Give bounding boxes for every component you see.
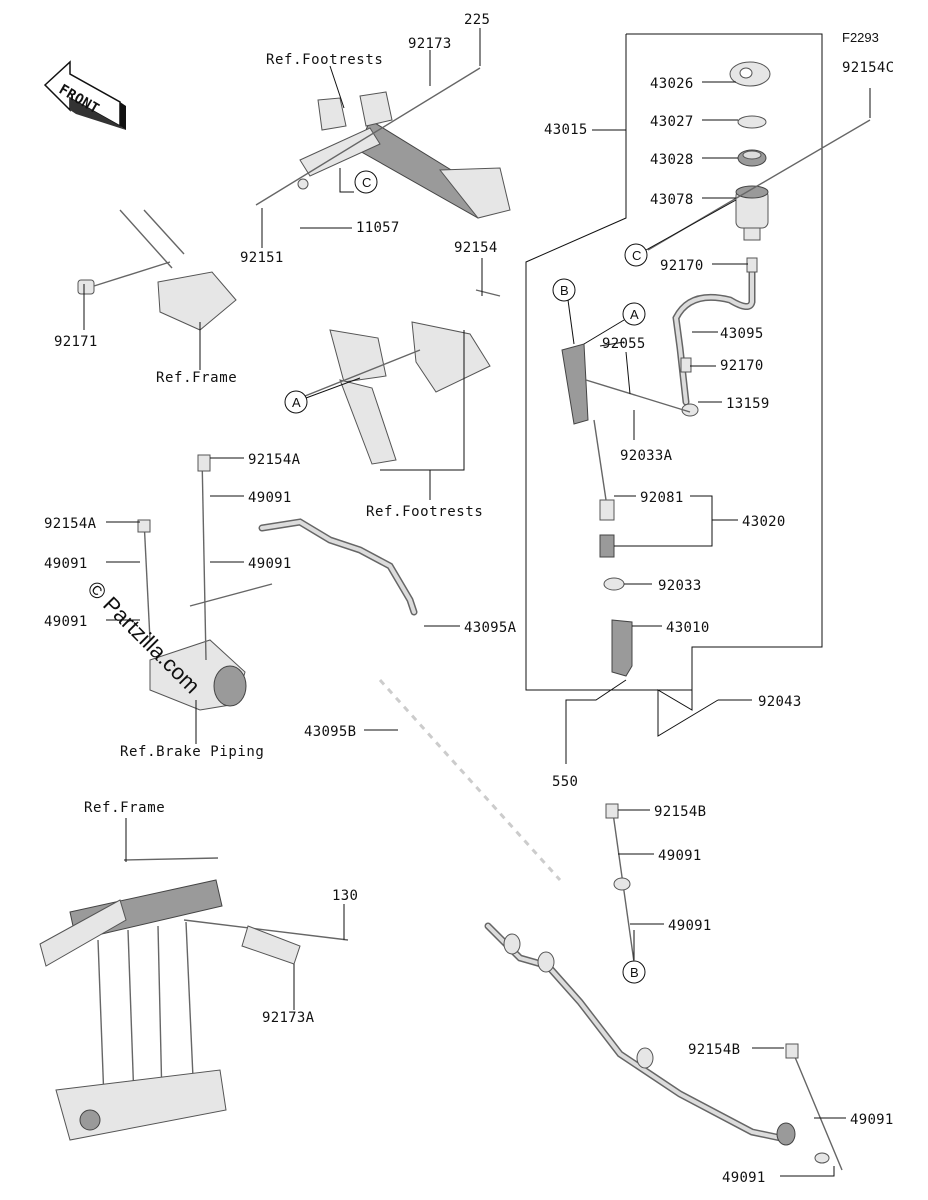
part-49091-c: 49091 — [44, 556, 88, 572]
callout-a1-label: A — [292, 395, 301, 410]
part-49091-d: 49091 — [44, 614, 88, 630]
callout-b1: B — [552, 278, 576, 302]
part-49091-e: 49091 — [658, 848, 702, 864]
frame-lower — [39, 857, 349, 1141]
part-92154A-right: 92154A — [248, 452, 301, 468]
part-92154B-upper: 92154B — [654, 804, 706, 820]
part-92081: 92081 — [640, 490, 684, 506]
front-arrow-icon — [43, 60, 126, 130]
callout-b2-label: B — [630, 965, 639, 980]
callout-c1: C — [354, 170, 378, 194]
leader-lines — [83, 28, 871, 1177]
part-43078: 43078 — [650, 192, 694, 208]
part-13159: 13159 — [726, 396, 770, 412]
part-92173: 92173 — [408, 36, 452, 52]
callout-a2: A — [622, 302, 646, 326]
part-43026: 43026 — [650, 76, 694, 92]
part-130: 130 — [332, 888, 358, 904]
ref-footrests-top: Ref.Footrests — [266, 52, 383, 68]
banjo-stack-lower — [785, 1043, 843, 1171]
callout-a2-label: A — [630, 307, 639, 322]
part-43095A: 43095A — [464, 620, 517, 636]
callout-a1: A — [284, 390, 308, 414]
banjo-stack-right — [605, 803, 635, 963]
part-92033: 92033 — [658, 578, 702, 594]
watermark: © Partzilla.com — [82, 576, 205, 699]
part-43015: 43015 — [544, 122, 588, 138]
upper-hose — [672, 257, 758, 417]
part-92170-lower: 92170 — [720, 358, 764, 374]
caliper-assembly — [137, 454, 273, 711]
part-92170-upper: 92170 — [660, 258, 704, 274]
ref-footrests-mid: Ref.Footrests — [366, 504, 483, 520]
part-49091-h: 49091 — [722, 1170, 766, 1186]
part-92055: 92055 — [602, 336, 646, 352]
brake-pedal-upper — [255, 67, 511, 219]
part-550: 550 — [552, 774, 578, 790]
part-92154B-lower: 92154B — [688, 1042, 740, 1058]
part-225: 225 — [464, 12, 490, 28]
callout-c2-label: C — [632, 248, 641, 263]
part-11057: 11057 — [356, 220, 400, 236]
ref-brake-piping: Ref.Brake Piping — [120, 744, 264, 760]
part-43027: 43027 — [650, 114, 694, 130]
diaphragm-plate — [737, 115, 767, 129]
ref-frame-top: Ref.Frame — [156, 370, 237, 386]
part-92151: 92151 — [240, 250, 284, 266]
part-92154: 92154 — [454, 240, 498, 256]
callout-c2: C — [624, 243, 648, 267]
part-43028: 43028 — [650, 152, 694, 168]
diagram-code: F2293 — [842, 30, 879, 45]
part-92173A: 92173A — [262, 1010, 315, 1026]
part-49091-g: 49091 — [850, 1112, 894, 1128]
rod-92154C — [739, 119, 871, 197]
callout-c1-label: C — [362, 175, 371, 190]
brake-hose-43095A — [258, 518, 418, 616]
ref-frame-bottom: Ref.Frame — [84, 800, 165, 816]
reservoir-tank — [735, 185, 769, 241]
callout-b1-label: B — [560, 283, 569, 298]
part-92043: 92043 — [758, 694, 802, 710]
brake-hose-43095B — [378, 678, 796, 1146]
part-43095: 43095 — [720, 326, 764, 342]
frame-upper-left — [77, 209, 237, 331]
part-49091-a: 49091 — [248, 490, 292, 506]
part-43095B: 43095B — [304, 724, 356, 740]
reservoir-cap — [729, 61, 771, 87]
part-49091-b: 49091 — [248, 556, 292, 572]
part-92154A-left: 92154A — [44, 516, 97, 532]
part-43020: 43020 — [742, 514, 786, 530]
part-43010: 43010 — [666, 620, 710, 636]
footrest-bracket — [299, 289, 501, 465]
diaphragm — [737, 149, 767, 167]
part-92154C: 92154C — [842, 60, 894, 76]
part-49091-f: 49091 — [668, 918, 712, 934]
part-92171: 92171 — [54, 334, 98, 350]
callout-b2: B — [622, 960, 646, 984]
part-92033A: 92033A — [620, 448, 673, 464]
master-cylinder — [561, 343, 691, 677]
